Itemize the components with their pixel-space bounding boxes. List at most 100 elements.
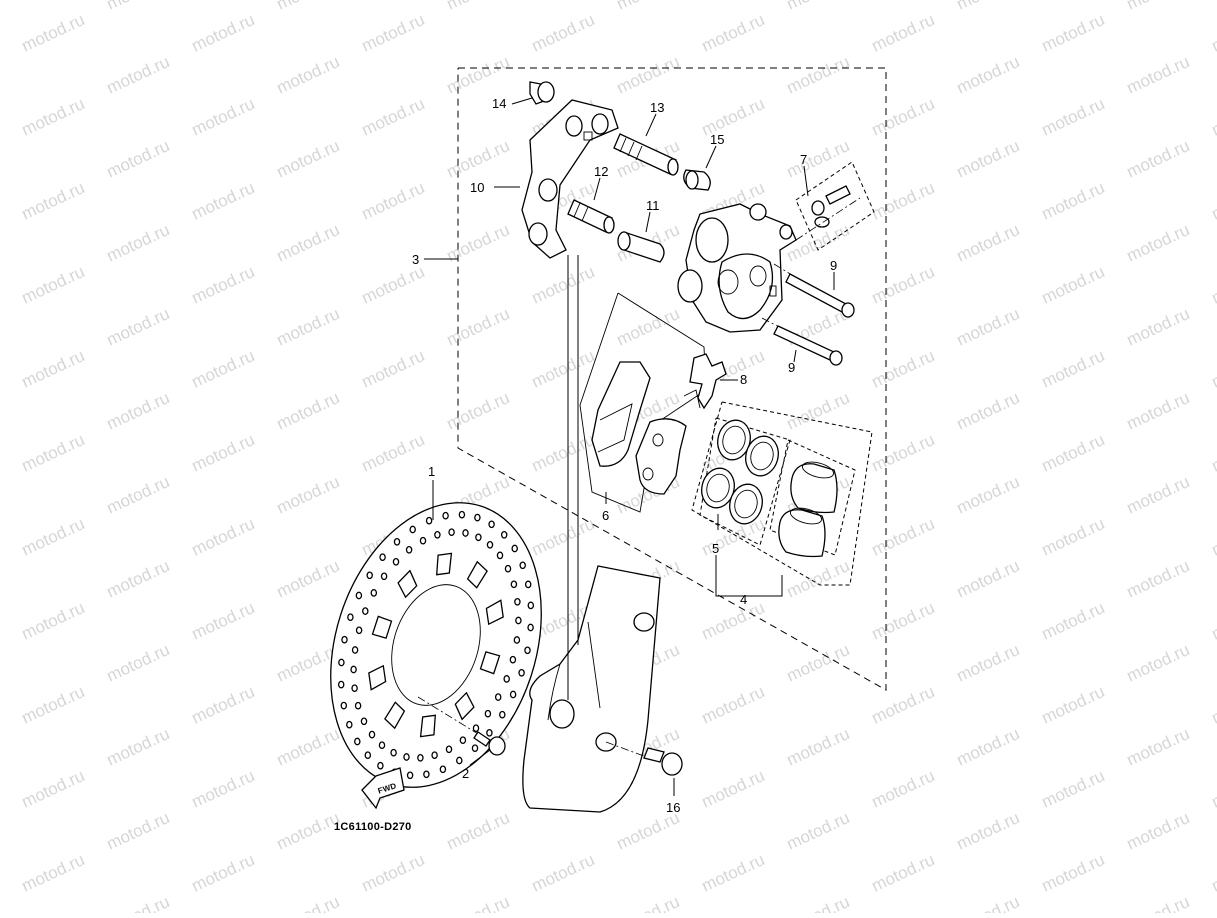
disc-hole bbox=[474, 513, 481, 522]
watermark-text: motod.ru bbox=[0, 52, 2, 98]
watermark-text: motod.ru bbox=[104, 220, 173, 266]
callout-3: 3 bbox=[412, 252, 419, 267]
watermark-text: motod.ru bbox=[1124, 640, 1193, 686]
disc-hole bbox=[377, 761, 384, 770]
disc-hole bbox=[504, 564, 512, 573]
watermark-text: motod.ru bbox=[1209, 178, 1217, 224]
watermark-text: motod.ru bbox=[699, 598, 768, 644]
watermark-text: motod.ru bbox=[1039, 682, 1108, 728]
fork-leg bbox=[522, 255, 661, 813]
watermark-text: motod.ru bbox=[19, 178, 88, 224]
watermark-text: motod.ru bbox=[104, 556, 173, 602]
watermark-text: motod.ru bbox=[1039, 514, 1108, 560]
disc-hole bbox=[409, 525, 416, 534]
watermark-text: motod.ru bbox=[189, 178, 258, 224]
disc-slot bbox=[371, 615, 393, 639]
disc-hole bbox=[351, 646, 359, 654]
watermark-text: motod.ru bbox=[19, 850, 88, 896]
watermark-text: motod.ru bbox=[274, 724, 343, 770]
disc-hole bbox=[458, 510, 466, 519]
watermark-text: motod.ru bbox=[529, 262, 598, 308]
watermark-text: motod.ru bbox=[274, 556, 343, 602]
watermark-text: motod.ru bbox=[1124, 808, 1193, 854]
watermark-text: motod.ru bbox=[954, 220, 1023, 266]
watermark-text: motod.ru bbox=[869, 178, 938, 224]
disc-hole bbox=[364, 751, 372, 760]
watermark-text: motod.ru bbox=[1209, 262, 1217, 308]
disc-hole bbox=[486, 728, 493, 737]
callout-9-upper: 9 bbox=[830, 258, 837, 273]
disc-hole bbox=[524, 646, 531, 655]
watermark-text: motod.ru bbox=[869, 598, 938, 644]
disc-hole bbox=[340, 701, 348, 710]
watermark-text: motod.ru bbox=[1124, 220, 1193, 266]
pin-boot-lower bbox=[617, 231, 665, 263]
watermark-text: motod.ru bbox=[0, 0, 2, 14]
disc-hole bbox=[496, 551, 504, 560]
watermark-text: motod.ru bbox=[0, 136, 2, 182]
watermark-text: motod.ru bbox=[104, 0, 173, 14]
watermark-text: motod.ru bbox=[19, 514, 88, 560]
watermark-text: motod.ru bbox=[1039, 346, 1108, 392]
disc-hole bbox=[346, 720, 353, 729]
pin-boot-upper bbox=[683, 169, 711, 191]
watermark-text: motod.ru bbox=[1124, 136, 1193, 182]
watermark-text: motod.ru bbox=[274, 220, 343, 266]
watermark-text: motod.ru bbox=[444, 892, 513, 913]
watermark-text: motod.ru bbox=[1209, 682, 1217, 728]
disc-hole bbox=[405, 545, 413, 554]
callout-4: 4 bbox=[740, 592, 747, 607]
disc-slot bbox=[419, 714, 437, 738]
callout-6: 6 bbox=[602, 508, 609, 523]
watermark-text: motod.ru bbox=[954, 892, 1023, 913]
watermark-text: motod.ru bbox=[699, 10, 768, 56]
watermark-text: motod.ru bbox=[1124, 0, 1193, 14]
watermark-text: motod.ru bbox=[1039, 178, 1108, 224]
disc-hole bbox=[406, 771, 414, 780]
watermark-text: motod.ru bbox=[529, 850, 598, 896]
callout-7: 7 bbox=[800, 152, 807, 167]
watermark-text: motod.ru bbox=[444, 136, 513, 182]
watermark-text: motod.ru bbox=[274, 136, 343, 182]
bleed-screw-box bbox=[795, 161, 875, 251]
watermark-text: motod.ru bbox=[1124, 892, 1193, 913]
watermark-text: motod.ru bbox=[1039, 766, 1108, 812]
watermark-text: motod.ru bbox=[274, 892, 343, 913]
disc-hole bbox=[519, 561, 526, 570]
disc-hole bbox=[355, 591, 363, 600]
disc-hole bbox=[355, 626, 363, 635]
watermark-text: motod.ru bbox=[869, 10, 938, 56]
watermark-text: motod.ru bbox=[19, 262, 88, 308]
watermark-text: motod.ru bbox=[784, 388, 853, 434]
watermark-text: motod.ru bbox=[359, 10, 428, 56]
disc-hole bbox=[354, 701, 362, 710]
watermark-text: motod.ru bbox=[954, 52, 1023, 98]
disc-hole bbox=[431, 751, 438, 760]
callout-labels: 1 2 3 4 5 6 7 8 9 9 10 11 12 13 14 15 16 bbox=[412, 96, 837, 815]
watermark-text: motod.ru bbox=[444, 304, 513, 350]
callout-12: 12 bbox=[594, 164, 608, 179]
bracket-sleeve bbox=[529, 81, 555, 105]
watermark-text: motod.ru bbox=[1124, 304, 1193, 350]
watermark-text: motod.ru bbox=[784, 0, 853, 14]
watermark-text: motod.ru bbox=[104, 808, 173, 854]
watermark-text: motod.ru bbox=[1209, 850, 1217, 896]
disc-slot bbox=[454, 691, 475, 721]
disc-bolt bbox=[417, 696, 506, 756]
disc-hole bbox=[380, 572, 388, 581]
disc-hole bbox=[471, 744, 479, 753]
watermark-text: motod.ru bbox=[189, 682, 258, 728]
watermark-text: motod.ru bbox=[1039, 10, 1108, 56]
pad-pin-upper bbox=[773, 263, 855, 318]
callout-2: 2 bbox=[462, 766, 469, 781]
disc-hole bbox=[509, 690, 517, 699]
watermark-text: motod.ru bbox=[1124, 556, 1193, 602]
watermark-text: motod.ru bbox=[359, 346, 428, 392]
watermark-text: motod.ru bbox=[869, 262, 938, 308]
watermark-text: motod.ru bbox=[784, 892, 853, 913]
watermark-text: motod.ru bbox=[529, 430, 598, 476]
watermark-text: motod.ru bbox=[104, 724, 173, 770]
disc-hole bbox=[488, 520, 495, 529]
disc-slot bbox=[466, 560, 488, 589]
